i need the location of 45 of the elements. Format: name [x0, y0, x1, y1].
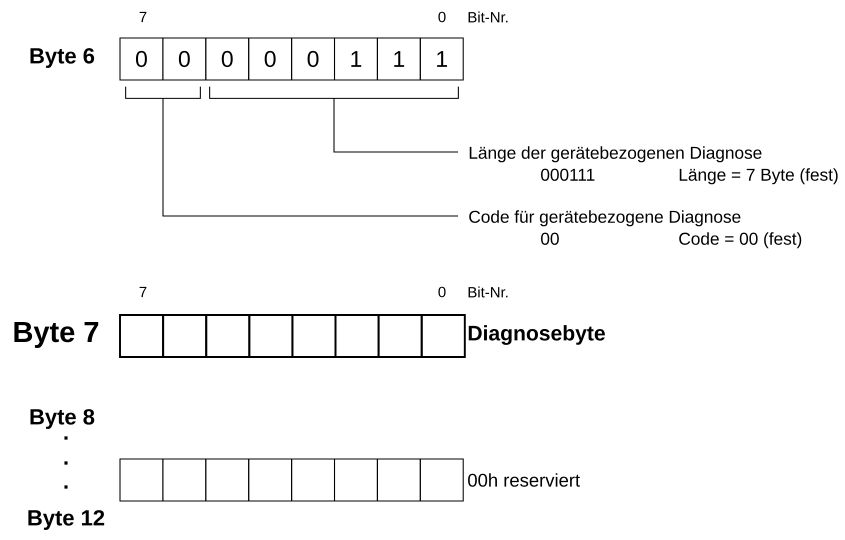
bit-number: 7	[140, 286, 146, 298]
bit-cell	[334, 458, 378, 502]
bit-cell	[119, 314, 164, 358]
dot: .	[64, 461, 68, 465]
axis-caption: Bit-Nr.	[468, 12, 508, 22]
dot: .	[64, 436, 68, 440]
description-text: Länge der gerätebezogenen Diagnose 000111 Länge = 7 Byte (fest)	[470, 146, 838, 184]
row-label: Byte 8	[30, 409, 94, 429]
bit-cell	[376, 458, 421, 502]
bracket	[125, 86, 201, 99]
byte-caption: Diagnosebyte	[468, 325, 605, 345]
bit-cell	[248, 458, 292, 502]
bit-cell	[291, 314, 336, 358]
bit-cell	[119, 458, 164, 502]
bracket	[209, 86, 459, 99]
bit-cell: 0	[205, 37, 250, 81]
bit-cell: 1	[334, 37, 378, 81]
bit-cell	[291, 458, 336, 502]
bit-cell: 0	[162, 37, 206, 81]
leader-line	[333, 98, 458, 153]
bit-cell: 0	[119, 37, 164, 81]
row-label: Byte 6	[30, 48, 94, 68]
bit-cell: 1	[420, 37, 464, 81]
row-label: Byte 7	[14, 322, 98, 348]
bit-number: 0	[438, 12, 446, 22]
bit-cell	[162, 314, 208, 358]
row-label: Byte 12	[28, 510, 104, 530]
bit-cell: 0	[291, 37, 336, 81]
byte-caption: 00h reserviert	[468, 473, 580, 487]
bit-cell	[205, 458, 250, 502]
leader-line	[162, 98, 458, 217]
bit-cell	[420, 458, 464, 502]
bit-cell	[205, 314, 250, 358]
dot: .	[64, 485, 68, 489]
bit-cell	[420, 314, 466, 358]
bit-cell: 0	[248, 37, 292, 81]
bit-cell	[248, 314, 294, 358]
axis-caption: Bit-Nr.	[468, 286, 508, 298]
description-text: Code für gerätebezogene Diagnose 00 Code = 00 (fest)	[469, 210, 802, 248]
bit-number: 7	[140, 12, 146, 22]
bit-cell	[162, 458, 206, 502]
bit-cell	[378, 314, 423, 358]
bit-number: 0	[438, 286, 446, 298]
bit-cell	[334, 314, 380, 358]
bit-cell: 1	[376, 37, 421, 81]
